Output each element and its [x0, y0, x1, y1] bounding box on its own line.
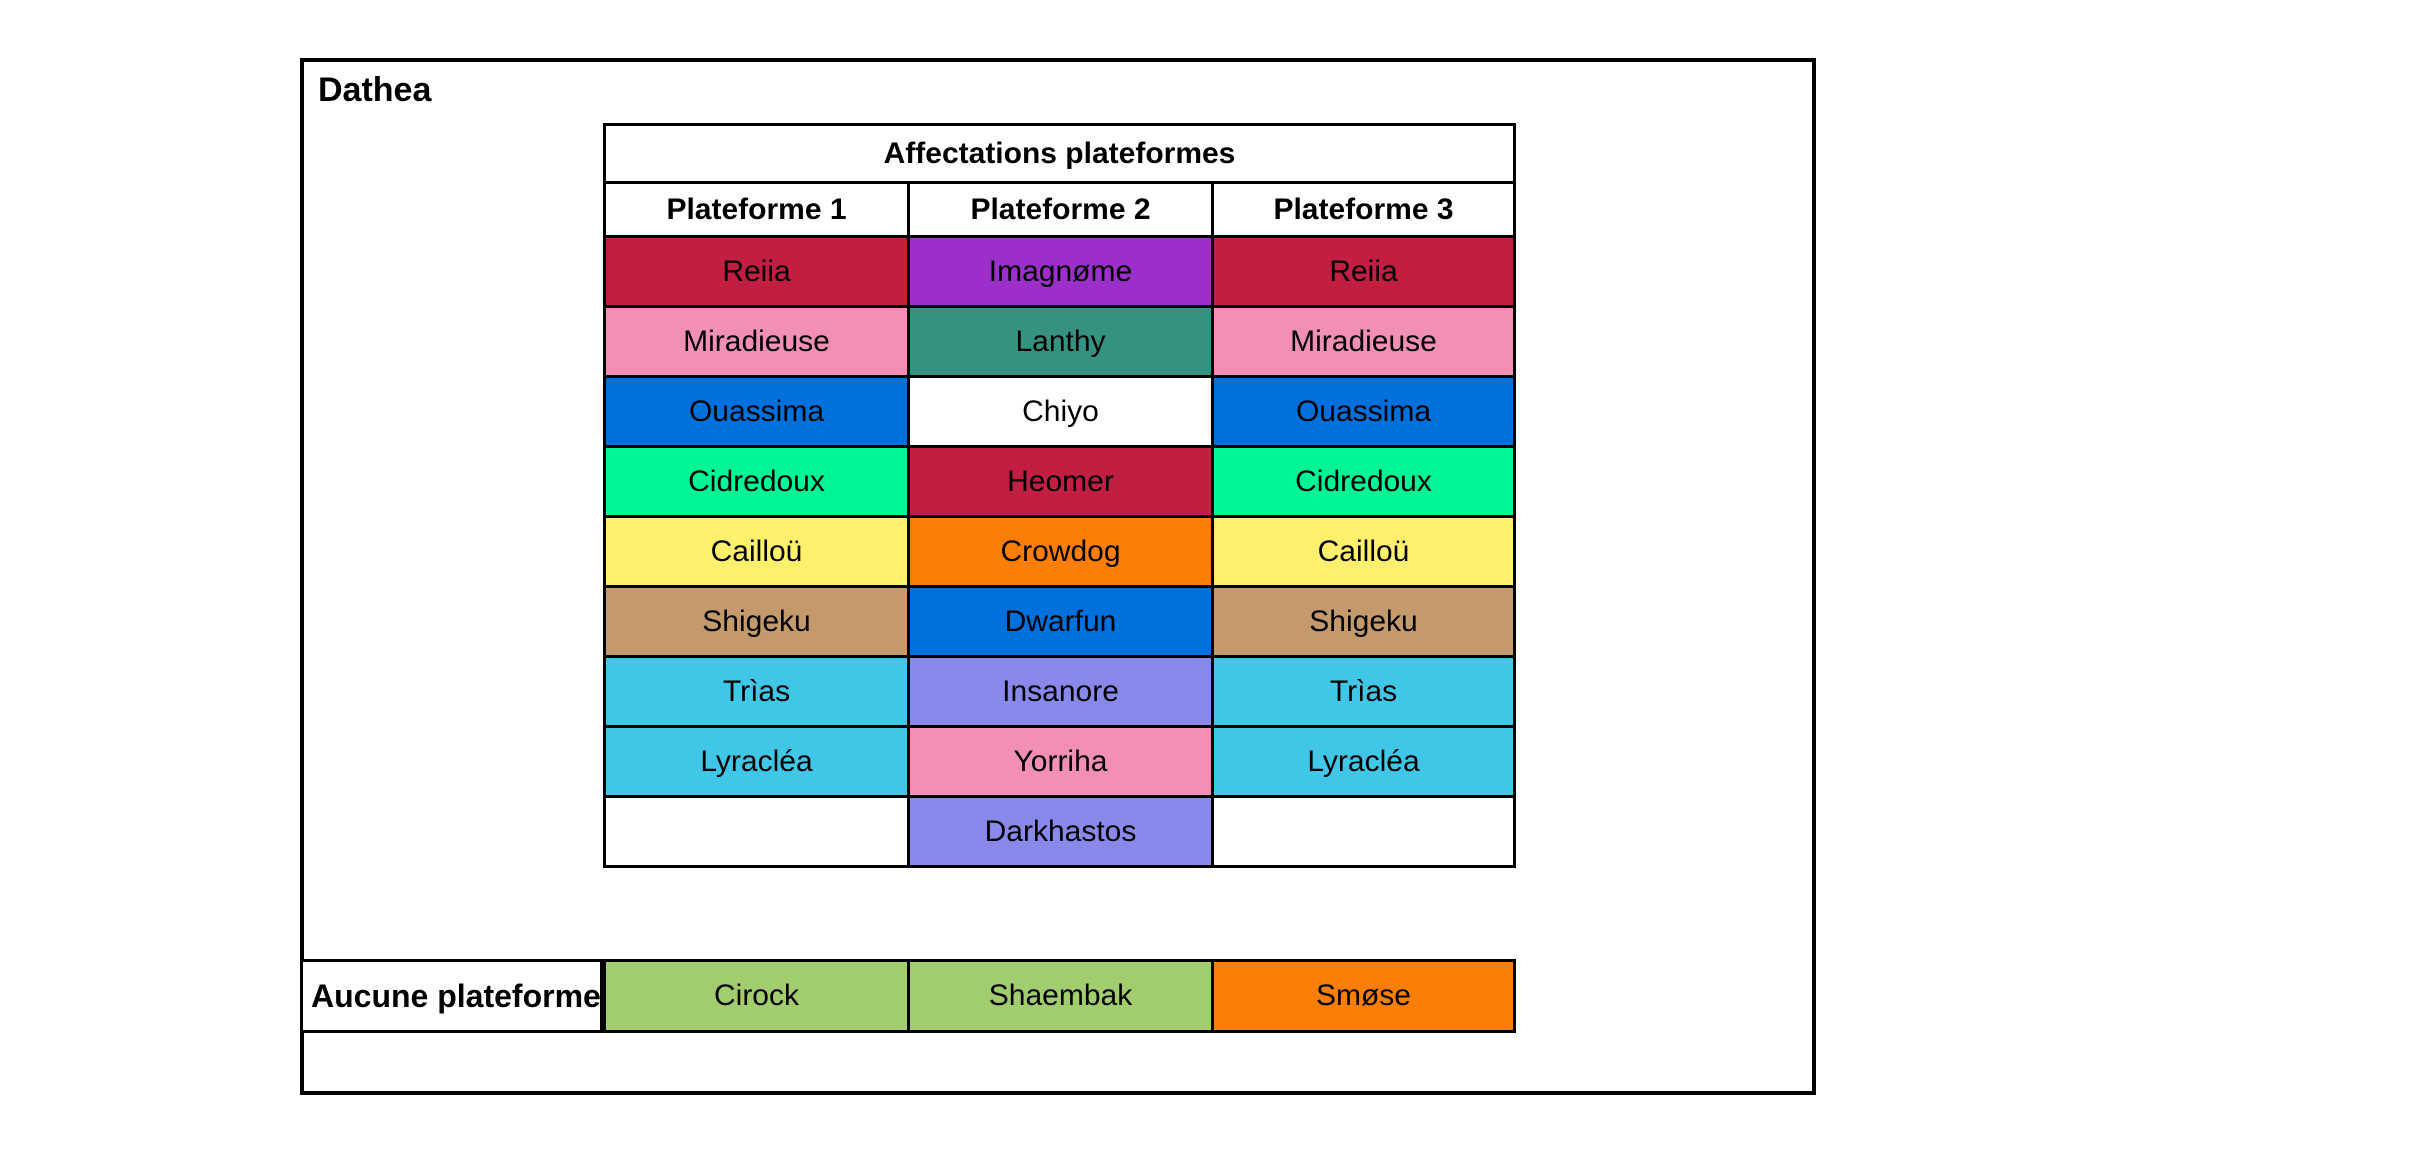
table-row: Darkhastos — [603, 795, 1516, 868]
assignment-cell: Lanthy — [907, 305, 1214, 378]
assignment-cell: Shaembak — [907, 959, 1214, 1033]
assignment-cell: Insanore — [907, 655, 1214, 728]
column-header-plateforme-3: Plateforme 3 — [1211, 181, 1516, 238]
assignment-cell: Trìas — [603, 655, 910, 728]
assignment-cell: Smøse — [1211, 959, 1516, 1033]
no-platform-label-cell: Aucune plateforme — [300, 959, 603, 1033]
column-header-row: Plateforme 1 Plateforme 2 Plateforme 3 — [603, 181, 1516, 238]
assignment-cell — [603, 795, 910, 868]
assignment-cell: Ouassima — [603, 375, 910, 448]
assignment-cell: Chiyo — [907, 375, 1214, 448]
assignment-cell: Trìas — [1211, 655, 1516, 728]
platform-assignments-table: Affectations plateformes Plateforme 1 Pl… — [603, 123, 1516, 868]
table-title: Affectations plateformes — [603, 123, 1516, 184]
assignment-cell — [1211, 795, 1516, 868]
assignment-cell: Cidredoux — [1211, 445, 1516, 518]
assignment-cell: Lyracléa — [603, 725, 910, 798]
assignment-cell: Miradieuse — [603, 305, 910, 378]
assignment-cell: Reiia — [603, 235, 910, 308]
slide-title: Dathea — [318, 71, 432, 109]
column-header-plateforme-2: Plateforme 2 — [907, 181, 1214, 238]
assignment-cell: Cailloü — [1211, 515, 1516, 588]
column-header-plateforme-1: Plateforme 1 — [603, 181, 910, 238]
assignment-cell: Cailloü — [603, 515, 910, 588]
assignment-cell: Crowdog — [907, 515, 1214, 588]
assignment-cell: Darkhastos — [907, 795, 1214, 868]
assignment-cell: Miradieuse — [1211, 305, 1516, 378]
assignment-cell: Ouassima — [1211, 375, 1516, 448]
assignment-cell: Reiia — [1211, 235, 1516, 308]
assignment-cell: Cidredoux — [603, 445, 910, 518]
assignment-cell: Yorriha — [907, 725, 1214, 798]
assignment-cell: Imagnøme — [907, 235, 1214, 308]
assignment-cell: Heomer — [907, 445, 1214, 518]
assignment-cell: Dwarfun — [907, 585, 1214, 658]
assignment-cell: Cirock — [603, 959, 910, 1033]
assignment-cell: Shigeku — [1211, 585, 1516, 658]
table-title-row: Affectations plateformes — [603, 123, 1516, 184]
assignment-cell: Lyracléa — [1211, 725, 1516, 798]
assignment-cell: Shigeku — [603, 585, 910, 658]
